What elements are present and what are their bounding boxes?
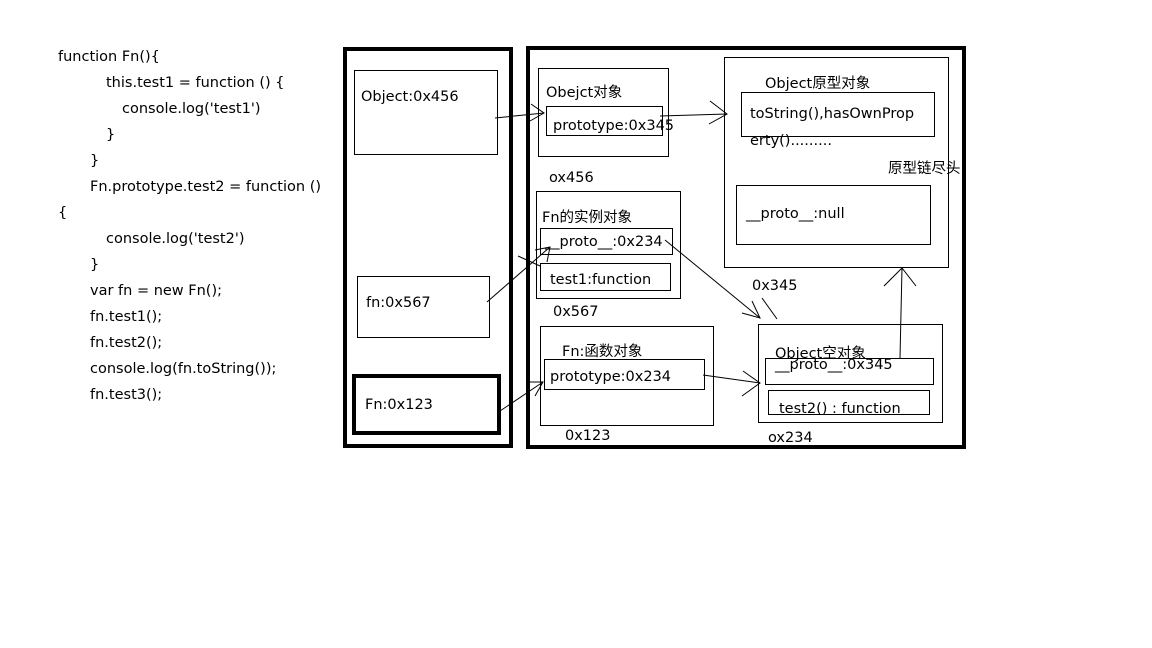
stack-var-object-label: Object:0x456 [361, 89, 459, 105]
stack-var-Fn: Fn:0x123 [352, 374, 501, 435]
fn-instance-proto-field: __proto__:0x234 [540, 228, 673, 255]
fn-function-title: Fn:函数对象 [562, 344, 643, 360]
fn-instance-test1-label: test1:function [550, 272, 652, 288]
code-line: } [90, 257, 100, 273]
code-line: var fn = new Fn(); [90, 283, 223, 299]
object-prototype-methods-field: toString(),hasOwnProp [741, 92, 935, 137]
stack-var-fn-label: fn:0x567 [366, 295, 431, 311]
stack-var-object: Object:0x456 [354, 70, 498, 155]
code-line: } [90, 153, 100, 169]
code-line: console.log('test2') [106, 231, 245, 247]
stack-var-Fn-label: Fn:0x123 [365, 397, 433, 413]
fn-instance-title: Fn的实例对象 [542, 210, 633, 226]
fn-function-address: 0x123 [565, 428, 611, 444]
code-line: Fn.prototype.test2 = function () [90, 179, 322, 195]
fn-instance-proto-label: __proto__:0x234 [545, 234, 663, 250]
object-function-address: ox456 [549, 170, 594, 186]
code-line: this.test1 = function () { [106, 75, 285, 91]
empty-object-test2-field: test2() : function [768, 390, 930, 417]
object-prototype-title: Object原型对象 [765, 76, 871, 92]
empty-object-test2-label: test2() : function [779, 401, 901, 417]
stack-var-fn: fn:0x567 [357, 276, 490, 338]
object-function-prototype-field: prototype:0x345 [546, 106, 674, 136]
object-prototype-box: Object原型对象 [724, 57, 949, 268]
empty-object-proto-field: __proto__:0x345 [765, 357, 934, 385]
object-prototype-methods-label: toString(),hasOwnProp [750, 106, 915, 122]
fn-function-prototype-field: prototype:0x234 [544, 359, 705, 390]
empty-object-proto-label: __proto__:0x345 [775, 357, 893, 373]
object-function-title: Obejct对象 [546, 85, 623, 101]
code-line: fn.test1(); [90, 309, 163, 325]
fn-instance-test1-field: test1:function [540, 263, 671, 291]
object-function-prototype-label: prototype:0x345 [553, 118, 675, 134]
code-line: fn.test2(); [90, 335, 163, 351]
code-line: { [58, 205, 68, 221]
object-prototype-address: 0x345 [752, 278, 798, 294]
code-line: console.log('test1') [122, 101, 261, 117]
prototype-chain-end-label: 原型链尽头 [888, 161, 961, 177]
code-line: function Fn(){ [58, 49, 160, 65]
empty-object-address: ox234 [768, 430, 813, 446]
object-prototype-methods-continued: erty()......... [750, 133, 832, 149]
object-prototype-proto-field: __proto__:null [736, 185, 931, 245]
code-line: } [106, 127, 116, 143]
fn-instance-address: 0x567 [553, 304, 599, 320]
fn-function-prototype-label: prototype:0x234 [550, 369, 672, 385]
code-line: console.log(fn.toString()); [90, 361, 277, 377]
object-prototype-proto-label: __proto__:null [746, 206, 845, 222]
code-line: fn.test3(); [90, 387, 163, 403]
